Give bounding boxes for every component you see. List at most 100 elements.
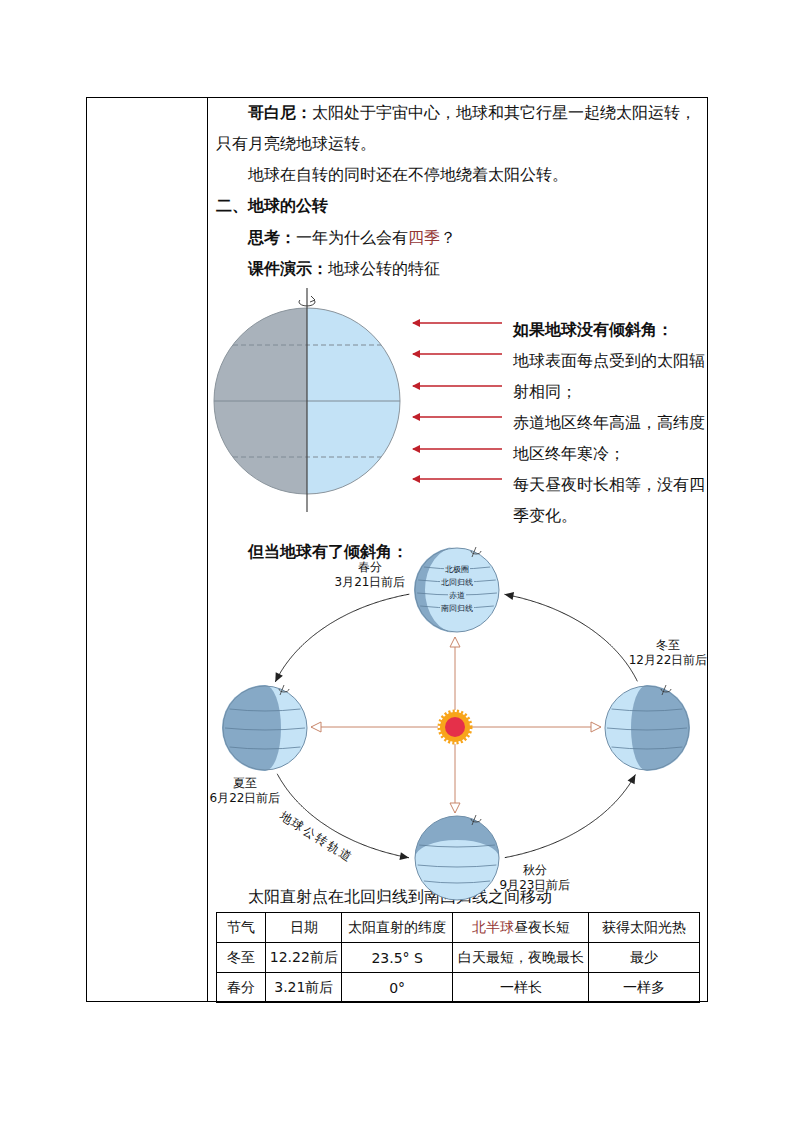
cell-text: 一样长 [500, 979, 542, 995]
body-text: 赤道地区终年高温，高纬度地区终年寒冷； [513, 413, 705, 463]
rotation-arrow [661, 689, 671, 692]
latitude-name: 南回归线 [440, 604, 474, 613]
table-border [87, 98, 708, 1002]
table-cell: 一样长 [452, 973, 588, 1003]
globe-day [415, 816, 499, 900]
latitude-row: 赤道 [414, 589, 500, 602]
table-cell: 3.21前后 [266, 973, 342, 1003]
season-heading: 夏至6月22日前后 [210, 776, 281, 806]
body-text: 四季 [408, 228, 440, 247]
globe-day [223, 686, 307, 770]
cell-text: 北半球 [472, 919, 514, 935]
cell-text: 12.22前后 [270, 949, 338, 965]
season-heading: 秋分9月23日前后 [500, 863, 571, 893]
season-heading: 冬至12月22日前后 [629, 638, 708, 668]
table-cell: 0° [342, 973, 452, 1003]
latitude-line [230, 747, 301, 749]
orbit-connector [505, 774, 636, 857]
latitude-line [418, 865, 497, 867]
globe-outline [605, 686, 689, 770]
sun-ray-arrow [413, 478, 502, 479]
table-row: 冬至12.22前后23.5° S白天最短，夜晚最长最少 [217, 943, 700, 973]
globe-node: 秋分9月23日前后 [414, 815, 500, 901]
arrow-head [628, 774, 636, 784]
globe-night [415, 816, 499, 858]
cell-text: 获得太阳光热 [602, 919, 686, 935]
latitude-line [225, 728, 305, 730]
paragraph: 课件演示：地球公转的特征 [216, 253, 704, 284]
bold-text: 哥白尼： [248, 103, 312, 122]
table-cell: 最少 [589, 943, 700, 973]
globe-shape [604, 685, 690, 771]
paragraph: 每天昼夜时长相等，没有四季变化。 [513, 469, 705, 531]
season-name: 春分 [335, 560, 406, 575]
rotation-arrow [471, 551, 481, 554]
earth-axis [472, 547, 476, 557]
sun-ray-arrow [413, 448, 502, 449]
season-heading: 春分3月21日前后 [335, 560, 406, 590]
cell-text: 春分 [227, 979, 255, 995]
rotation-arrow-tip [310, 296, 315, 302]
latitude-name: 北回归线 [440, 578, 474, 587]
sun-ray-arrow [413, 322, 502, 323]
sun-ray-arrow [413, 353, 502, 354]
season-name: 夏至 [210, 776, 281, 791]
latitude-row: 南回归线 [414, 602, 500, 615]
bold-text: 思考： [248, 228, 296, 247]
table-row: 春分 3.21前后 0° 一样长 一样多 [217, 973, 700, 1003]
cell-text: 冬至 [227, 949, 255, 965]
latitude-line [424, 881, 490, 883]
sun-ray-arrow [413, 416, 502, 417]
paragraph: 哥白尼：太阳处于宇宙中心，地球和其它行星一起绕太阳运转，只有月亮绕地球运转。 [216, 97, 704, 159]
rotation-arrow [279, 689, 289, 692]
sun-line [472, 727, 601, 728]
latitude-row: 北极圈 [414, 563, 500, 576]
bold-text: 课件演示： [248, 259, 328, 278]
latitude-row: 北回归线 [414, 576, 500, 589]
globe-labels: 北极圈北回归线赤道南回归线 [414, 563, 500, 615]
globe-day [605, 686, 689, 770]
column-divider [207, 97, 208, 1002]
globe-night [631, 685, 690, 771]
globe-outline [415, 816, 499, 900]
paragraph: 地球表面每点受到的太阳辐射相同； [513, 345, 705, 407]
table-row: 节气日期太阳直射的纬度北半球昼夜长短获得太阳光热 [217, 913, 700, 943]
bold-text: 但当地球有了倾斜角： [248, 542, 408, 561]
table-cell: 春分 [217, 973, 266, 1003]
arrow-head [399, 852, 409, 860]
globe-night [222, 685, 281, 771]
latitude-name: 赤道 [448, 591, 466, 600]
table-cell: 白天最短，夜晚最长 [452, 943, 588, 973]
data-table: 节气日期太阳直射的纬度北半球昼夜长短获得太阳光热冬至12.22前后23.5° S… [216, 912, 700, 1003]
body-text: 一年为什么会有 [296, 228, 408, 247]
body-text: 每天昼夜时长相等，没有四季变化。 [513, 475, 705, 525]
paragraph: 赤道地区终年高温，高纬度地区终年寒冷； [513, 407, 705, 469]
paragraph: 如果地球没有倾斜角： [513, 314, 705, 345]
season-date: 3月21日前后 [335, 575, 406, 590]
sun-line [455, 637, 456, 710]
cell-text: 太阳直射的纬度 [348, 919, 446, 935]
cell-text: 3.21前后 [274, 979, 333, 995]
season-date: 12月22日前后 [629, 653, 708, 668]
table-cell: 一样多 [589, 973, 700, 1003]
cell-text: 日期 [290, 919, 318, 935]
season-date: 9月23日前后 [500, 878, 571, 893]
paragraph: 地球在自转的同时还在不停地绕着太阳公转。 [216, 159, 704, 190]
cell-text: 白天最短，夜晚最长 [458, 949, 584, 965]
table-cell: 获得太阳光热 [589, 913, 700, 943]
paragraph: 二、地球的公转 [216, 190, 704, 221]
globe-outline [415, 548, 499, 632]
edge-label: 地球公转轨道 [274, 806, 357, 867]
body-text: 地球公转的特征 [328, 259, 440, 278]
table-cell: 北半球昼夜长短 [452, 913, 588, 943]
sun-ray-arrow [413, 385, 502, 386]
paragraph: 思考：一年为什么会有四季？ [216, 222, 704, 253]
cell-text: 一样多 [623, 979, 665, 995]
season-name: 秋分 [500, 863, 571, 878]
globe-shape [414, 815, 500, 901]
orbit-connector [275, 594, 409, 682]
earth-axis [306, 288, 307, 512]
table-cell: 日期 [266, 913, 342, 943]
latitude-line [419, 845, 495, 847]
